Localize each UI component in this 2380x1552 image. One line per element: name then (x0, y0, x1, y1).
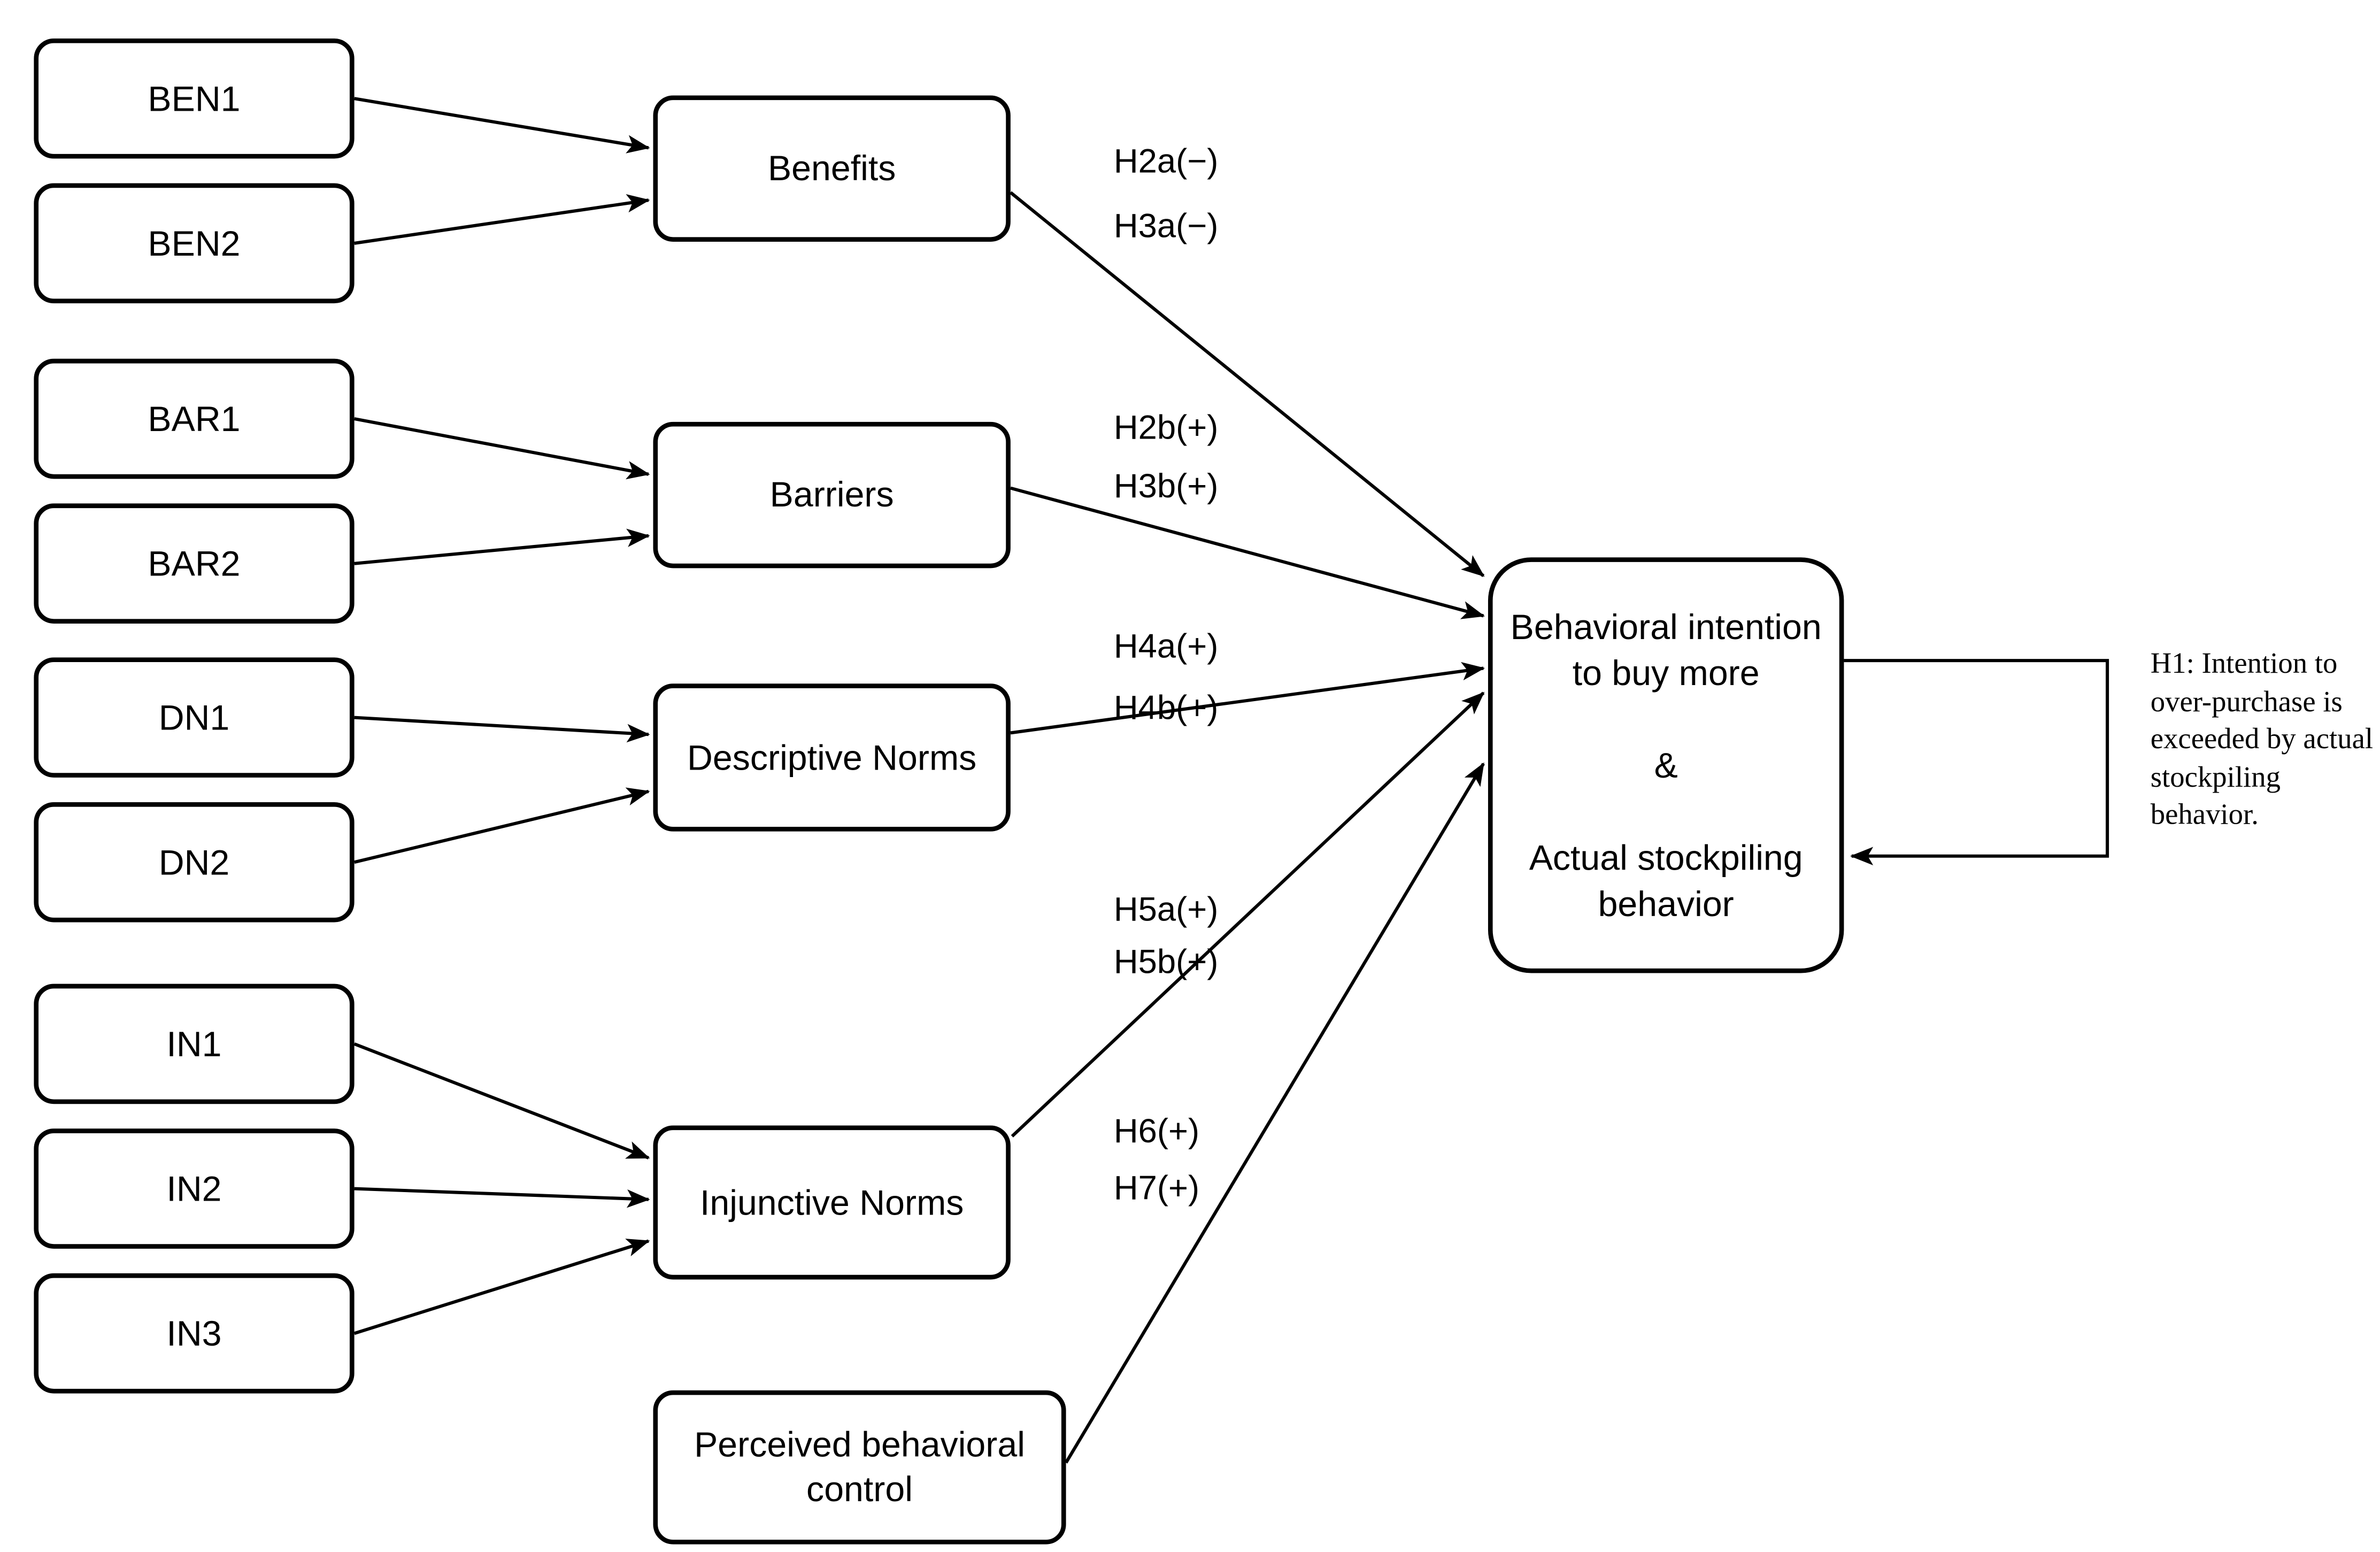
box-ben2: BEN2 (34, 183, 355, 304)
arrow-ben2-benefits (354, 194, 650, 245)
box-outcome: Behavioral intention to buy more & Actua… (1488, 557, 1844, 973)
box-descriptive-norms-label: Descriptive Norms (687, 736, 977, 777)
label-h5b: H5b(+) (1113, 942, 1219, 981)
label-h4a: H4a(+) (1113, 626, 1219, 665)
arrow-in1-injunctive-norms (353, 1042, 650, 1159)
arrow-pbc-outcome (1064, 762, 1485, 1464)
box-perceived-behavioral-control: Perceived behavioral control (653, 1390, 1066, 1545)
box-barriers-label: Barriers (769, 474, 894, 514)
box-bar1: BAR1 (34, 358, 355, 479)
h1-feedback-loop-arrow (1844, 659, 2109, 865)
box-benefits-label: Benefits (767, 148, 896, 188)
label-h3b: H3b(+) (1113, 466, 1219, 505)
box-barriers: Barriers (653, 421, 1011, 568)
outcome-line1: Behavioral intention (1510, 606, 1822, 647)
box-injunctive-norms: Injunctive Norms (653, 1125, 1011, 1280)
box-ben1: BEN1 (34, 38, 355, 159)
box-injunctive-norms-label: Injunctive Norms (699, 1181, 964, 1222)
label-h2b: H2b(+) (1113, 408, 1219, 447)
box-pbc-label-line1: Perceived behavioral (694, 1424, 1025, 1464)
box-dn1: DN1 (34, 657, 355, 778)
arrow-dn2-descriptive-norms (353, 787, 650, 864)
label-h2a: H2a(−) (1113, 141, 1219, 180)
arrow-ben1-benefits (354, 97, 650, 153)
box-benefits: Benefits (653, 95, 1011, 242)
h1-annotation: H1: Intention to over-purchase is exceed… (2151, 647, 2380, 835)
arrow-in2-injunctive-norms (354, 1187, 650, 1208)
box-pbc-label-line2: control (806, 1469, 913, 1509)
box-in3: IN3 (34, 1273, 355, 1394)
box-dn2: DN2 (34, 802, 355, 923)
box-in2: IN2 (34, 1128, 355, 1249)
arrow-in3-injunctive-norms (353, 1239, 650, 1335)
box-in1: IN1 (34, 984, 355, 1104)
outcome-line5: behavior (1598, 883, 1734, 924)
h1-annotation-line3: exceeded by actual (2150, 724, 2374, 756)
arrow-descriptive-norms-outcome (1010, 662, 1485, 735)
label-h7: H7(+) (1113, 1169, 1200, 1208)
h1-annotation-line4: stockpiling (2150, 761, 2281, 794)
outcome-ampersand: & (1654, 745, 1678, 786)
label-h3a: H3a(−) (1113, 206, 1219, 245)
arrow-bar2-barriers (354, 528, 650, 565)
outcome-line4: Actual stockpiling (1529, 838, 1803, 878)
arrow-benefits-outcome (1009, 191, 1485, 578)
h1-annotation-line2: over-purchase is (2150, 686, 2343, 719)
arrow-injunctive-norms-outcome (1011, 692, 1485, 1138)
box-descriptive-norms: Descriptive Norms (653, 683, 1011, 832)
label-h5a: H5a(+) (1113, 890, 1219, 929)
h1-annotation-line1: H1: Intention to (2150, 648, 2338, 681)
arrow-barriers-outcome (1010, 486, 1485, 619)
label-h6: H6(+) (1113, 1111, 1200, 1150)
arrow-dn1-descriptive-norms (354, 716, 650, 743)
outcome-line2: to buy more (1572, 652, 1760, 693)
box-bar2: BAR2 (34, 503, 355, 624)
arrow-bar1-barriers (354, 417, 650, 480)
label-h4b: H4b(+) (1113, 688, 1219, 727)
h1-annotation-line5: behavior. (2150, 799, 2259, 832)
